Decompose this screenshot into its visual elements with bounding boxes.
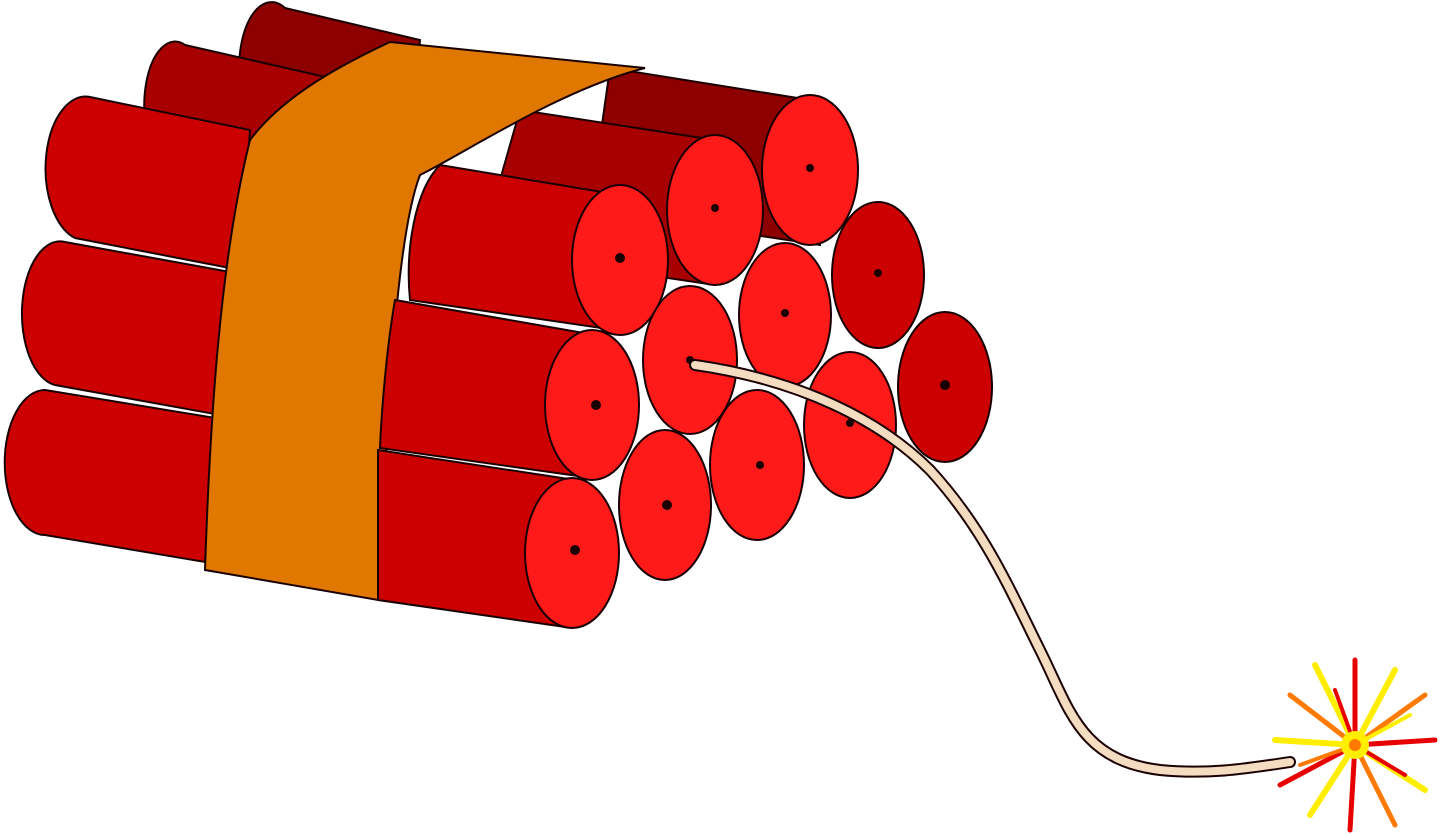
dynamite-stick-body-r2	[378, 298, 597, 480]
stick-end-4	[666, 134, 764, 286]
stick-end-10	[544, 329, 640, 481]
stick-end-core	[662, 500, 672, 510]
dynamite-stick-body-r1	[407, 163, 622, 332]
front-stick-bodies	[377, 163, 622, 630]
stick-end-core	[591, 400, 601, 410]
stick-end-core	[711, 204, 719, 212]
stick-end-core	[781, 309, 789, 317]
stick-end-core	[806, 164, 814, 172]
fuse	[689, 359, 1296, 778]
stick-end-core	[940, 380, 950, 390]
stick-ends	[524, 94, 993, 629]
stick-end-5	[738, 242, 832, 388]
stick-end-core	[615, 253, 625, 263]
stick-end-8	[642, 285, 738, 435]
stick-end-core	[846, 419, 854, 427]
stick-end-7	[571, 184, 669, 336]
dynamite-stick-left-bottom	[3, 388, 217, 564]
dynamite-stick-left-top	[44, 95, 252, 272]
stick-end-9	[709, 389, 805, 541]
dynamite-stick-left-middle	[20, 240, 232, 417]
stick-end-11	[618, 429, 712, 581]
fuse-spark	[1272, 657, 1438, 833]
stick-end-1	[761, 94, 859, 246]
stick-end-core	[874, 269, 882, 277]
stick-end-core	[756, 461, 764, 469]
stick-end-3	[897, 311, 993, 463]
stick-end-core	[570, 545, 580, 555]
stick-end-6	[803, 351, 897, 499]
stick-end-2	[831, 201, 925, 349]
stick-end-12	[524, 477, 620, 629]
left-sticks	[3, 95, 252, 564]
